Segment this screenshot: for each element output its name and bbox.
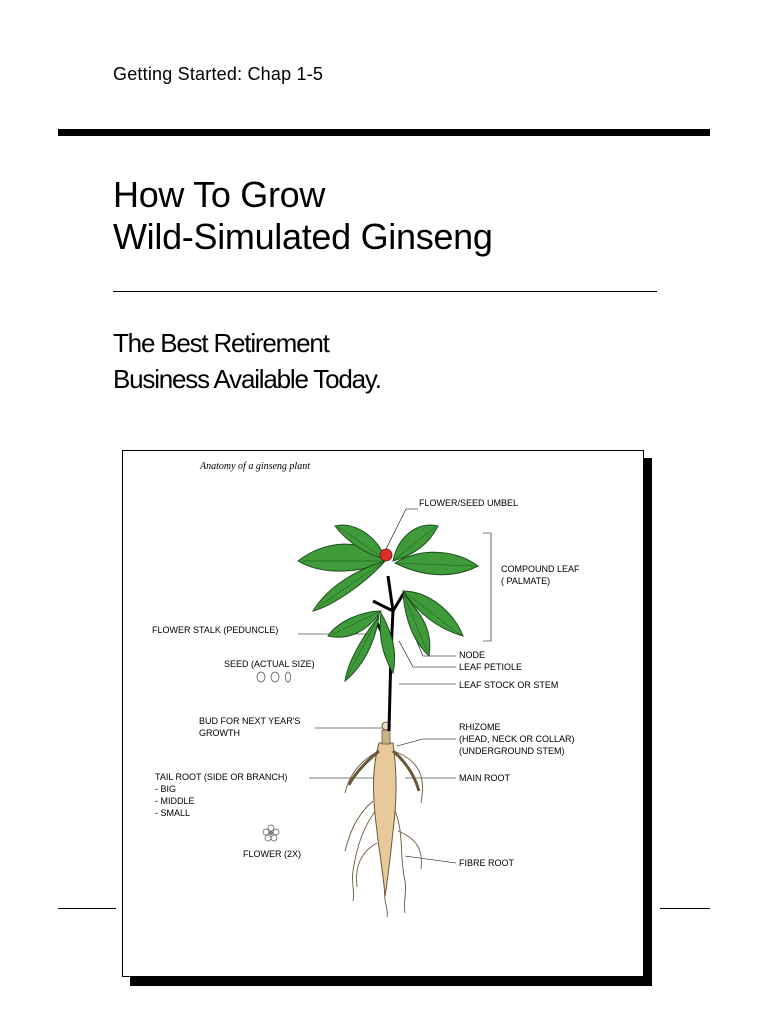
figure-caption: Anatomy of a ginseng plant [200, 461, 310, 472]
label-tail-big: - BIG [155, 784, 177, 794]
label-node: NODE [459, 650, 486, 660]
right-side-rule [660, 908, 710, 909]
label-tail-root-title: TAIL ROOT (SIDE OR BRANCH) [155, 772, 288, 782]
label-bud: BUD FOR NEXT YEAR'S GROWTH [199, 715, 300, 739]
seed-icons [256, 671, 291, 683]
label-tail-root: TAIL ROOT (SIDE OR BRANCH) - BIG - MIDDL… [155, 771, 287, 819]
label-rhizome-line2: (HEAD, NECK OR COLLAR) [459, 734, 575, 744]
page-title: How To Grow Wild-Simulated Ginseng [113, 174, 493, 258]
stem [372, 575, 407, 732]
rhizome [381, 729, 391, 745]
chapter-header: Getting Started: Chap 1-5 [113, 64, 324, 84]
label-bud-line2: GROWTH [199, 728, 240, 738]
label-main-root: MAIN ROOT [459, 773, 510, 783]
left-side-rule [58, 908, 116, 909]
berry-cluster [379, 548, 393, 562]
title-line-2: Wild-Simulated Ginseng [113, 216, 493, 257]
label-rhizome-line1: RHIZOME [459, 722, 501, 732]
label-flower-2x: FLOWER (2X) [243, 849, 302, 859]
leaf-veins [303, 526, 474, 678]
label-fibre-root: FIBRE ROOT [459, 858, 515, 868]
subtitle: The Best Retirement Business Available T… [113, 325, 382, 397]
ginseng-plant-illustration [256, 508, 492, 918]
title-divider [113, 291, 657, 292]
label-bud-line1: BUD FOR NEXT YEAR'S [199, 716, 301, 726]
main-root [373, 742, 397, 897]
label-compound-leaf-line2: ( PALMATE) [501, 576, 551, 586]
subtitle-line-1: The Best Retirement [113, 328, 330, 358]
flower-icon [262, 824, 280, 842]
ginseng-anatomy-figure: Anatomy of a ginseng plant FLOWER/SEED U… [122, 450, 644, 977]
label-rhizome-line3: (UNDERGROUND STEM) [459, 746, 565, 756]
subtitle-line-2: Business Available Today. [113, 364, 382, 394]
label-rhizome: RHIZOME (HEAD, NECK OR COLLAR) (UNDERGRO… [459, 721, 575, 757]
label-leaf-stock: LEAF STOCK OR STEM [459, 680, 559, 690]
label-flower-stalk: FLOWER STALK (PEDUNCLE) [152, 625, 279, 635]
leaves [297, 524, 479, 683]
header-divider [58, 129, 710, 136]
label-compound-leaf-line1: COMPOUND LEAF [501, 564, 580, 574]
title-line-1: How To Grow [113, 174, 326, 215]
label-compound-leaf: COMPOUND LEAF ( PALMATE) [501, 563, 580, 587]
label-tail-small: - SMALL [155, 808, 191, 818]
label-seed: SEED (ACTUAL SIZE) [224, 659, 315, 669]
label-leaf-petiole: LEAF PETIOLE [459, 662, 523, 672]
label-flower-seed-umbel: FLOWER/SEED UMBEL [419, 498, 519, 508]
label-tail-middle: - MIDDLE [155, 796, 195, 806]
tail-roots [347, 749, 421, 792]
